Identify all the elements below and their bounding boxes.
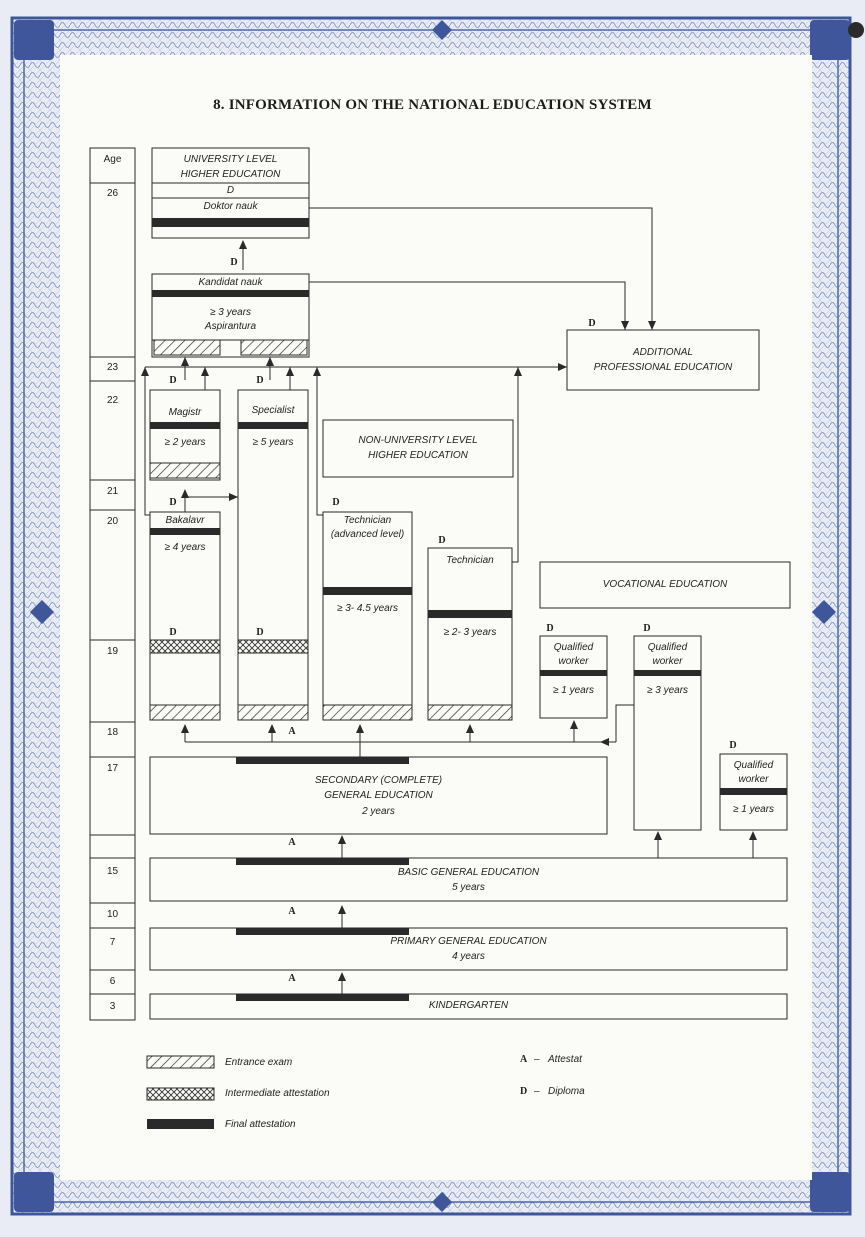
technician-advanced-title2: (advanced level) [330,529,405,540]
qw3-duration: ≥ 1 years [732,804,775,815]
legend-diploma-key: D [520,1086,528,1097]
magistr-duration: ≥ 2 years [164,437,206,448]
basic-education-box [149,857,788,902]
diploma-marker: D [169,375,177,386]
legend-final-swatch [147,1119,214,1129]
diploma-marker: D [729,740,737,751]
diploma-marker: D [588,318,596,329]
kandidat-duration: ≥ 3 years [209,307,252,318]
age-18: 18 [106,727,119,738]
legend-attestat-label: Attestat [548,1054,582,1065]
legend-entrance-swatch [146,1055,215,1069]
legend-entrance-label: Entrance exam [225,1057,293,1068]
additional-line2: PROFESSIONAL EDUCATION [593,362,733,373]
kindergarten-box [149,993,788,1020]
qualified-worker-2-box [633,635,702,831]
attestat-marker: A [288,906,296,917]
bakalavr-title: Bakalavr [165,515,205,526]
kindergarten-label: KINDERGARTEN [428,1000,509,1011]
age-3: 3 [109,1001,116,1012]
qw2-duration: ≥ 3 years [646,685,689,696]
age-22: 22 [106,395,119,406]
legend-attestat-key: A [520,1054,528,1065]
age-21: 21 [106,486,119,497]
technician-advanced-box [322,511,413,721]
age-15: 15 [106,866,119,877]
specialist-duration: ≥ 5 years [252,437,294,448]
technician-title: Technician [446,555,494,566]
diploma-marker: D [256,627,264,638]
non-university-line1: NON-UNIVERSITY LEVEL [358,435,478,446]
age-6: 6 [109,976,116,987]
kandidat-nauk-box [151,273,310,358]
vocational-education-box [539,561,791,609]
qw1-duration: ≥ 1 years [552,685,595,696]
diploma-marker: D [546,623,554,634]
primary-line1: PRIMARY GENERAL EDUCATION [390,936,547,947]
technician-advanced-duration: ≥ 3- 4.5 years [336,603,399,614]
specialist-title: Specialist [251,405,295,416]
legend-final-label: Final attestation [225,1119,296,1130]
legend-intermediate-swatch [146,1087,215,1101]
bakalavr-duration: ≥ 4 years [164,542,206,553]
secondary-line1: SECONDARY (COMPLETE) [314,775,443,786]
primary-education-box [149,927,788,971]
attestat-marker: A [288,973,296,984]
diploma-marker: D [169,627,177,638]
technician-advanced-title1: Technician [343,515,392,526]
additional-line1: ADDITIONAL [632,347,693,358]
magistr-box [149,389,221,481]
diploma-marker: D [169,497,177,508]
university-degree: D [226,185,235,196]
qw1-line1: Qualified [553,642,594,653]
age-23: 23 [106,362,119,373]
qw2-line2: worker [652,656,683,667]
qw3-line1: Qualified [733,760,774,771]
non-university-box [322,419,514,478]
primary-line2: 4 years [452,951,485,962]
university-label-line2: HIGHER EDUCATION [180,169,281,180]
university-label-line1: UNIVERSITY LEVEL [183,154,278,165]
diploma-marker: D [256,375,264,386]
age-19: 19 [106,646,119,657]
age-header: Age [103,154,122,165]
diploma-marker: D [438,535,446,546]
age-20: 20 [106,516,119,527]
additional-professional-box [566,329,760,391]
legend-intermediate-label: Intermediate attestation [225,1088,330,1099]
attestat-marker: A [288,837,296,848]
kandidat-program: Aspirantura [204,321,257,332]
basic-line1: BASIC GENERAL EDUCATION [397,867,540,878]
diploma-marker: D [230,257,238,268]
age-7: 7 [109,937,116,948]
secondary-line3: 2 years [362,806,395,817]
age-10: 10 [106,909,119,920]
basic-line2: 5 years [452,882,485,893]
technician-duration: ≥ 2- 3 years [443,627,497,638]
magistr-title: Magistr [168,407,202,418]
age-column [89,147,136,1021]
age-26: 26 [106,188,119,199]
university-level-box [151,147,310,239]
age-17: 17 [106,763,119,774]
page-title: 8. INFORMATION ON THE NATIONAL EDUCATION… [213,97,652,113]
diploma-marker: D [332,497,340,508]
legend-diploma-label: Diploma [548,1086,585,1097]
secondary-line2: GENERAL EDUCATION [324,790,433,801]
doktor-nauk-label: Doktor nauk [203,201,258,212]
qw1-line2: worker [558,656,589,667]
diploma-marker: D [643,623,651,634]
qw3-line2: worker [738,774,769,785]
attestat-marker: A [288,726,296,737]
qw2-line1: Qualified [647,642,688,653]
vocational-label: VOCATIONAL EDUCATION [602,579,728,590]
qualified-worker-1-box [539,635,608,719]
legend-diploma-dash: – [534,1086,540,1097]
kandidat-title: Kandidat nauk [198,277,263,288]
non-university-line2: HIGHER EDUCATION [368,450,468,461]
legend-attestat-dash: – [534,1054,540,1065]
